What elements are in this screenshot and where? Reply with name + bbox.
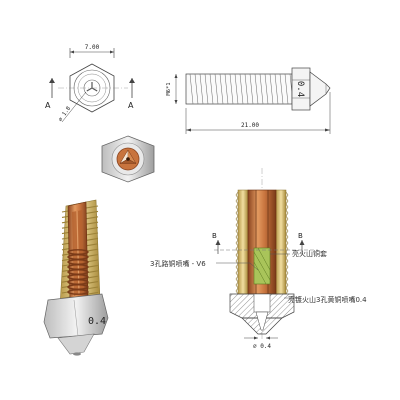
- thread-line: [199, 73, 204, 105]
- thread-tooth: [285, 281, 289, 289]
- dim-hex-width: 7.00: [85, 44, 100, 51]
- rendered-end-view: [101, 135, 155, 183]
- thread-tooth: [285, 203, 289, 211]
- thread-line: [229, 73, 234, 105]
- thread-tooth: [235, 191, 239, 199]
- thread-line: [284, 73, 289, 105]
- thread-line: [269, 73, 274, 105]
- thread-tooth: [285, 287, 289, 295]
- thread-tooth: [285, 269, 289, 277]
- thread-line: [274, 73, 279, 105]
- thread-lines: [189, 73, 294, 105]
- thread-line: [254, 73, 259, 105]
- cutaway-render: 0.4: [43, 199, 109, 356]
- side-size-mark: 0.4: [295, 81, 305, 97]
- section-thread-teeth: [235, 191, 289, 295]
- thread-tooth: [235, 221, 239, 229]
- thread-tooth: [285, 191, 289, 199]
- thread-line: [194, 73, 199, 105]
- thread-tooth: [235, 203, 239, 211]
- hex-end-view: 7.00 A A ∅ 1.8: [45, 44, 135, 123]
- thread-tooth: [235, 263, 239, 271]
- dim-thread-dia: M6*1: [166, 82, 172, 95]
- thread-tooth: [285, 197, 289, 205]
- thread-tooth: [285, 239, 289, 247]
- dim-nozzle-bore: ∅ 0.4: [253, 343, 271, 350]
- section-a-right: A: [128, 101, 134, 110]
- thread-tooth: [235, 245, 239, 253]
- render-size-mark: 0.4: [88, 316, 106, 327]
- thread-line: [224, 73, 229, 105]
- copper-coil: [67, 249, 89, 295]
- thread-tooth: [235, 239, 239, 247]
- section-b-left: B: [212, 232, 217, 240]
- thread-line: [219, 73, 224, 105]
- thread-line: [264, 73, 269, 105]
- thread-tooth: [235, 215, 239, 223]
- section-b-right: B: [298, 232, 303, 240]
- side-view: M6*1 0.4 21.00: [166, 67, 331, 134]
- thread-tooth: [285, 233, 289, 241]
- thread-tooth: [285, 257, 289, 265]
- thread-tooth: [235, 281, 239, 289]
- coil-turn: [67, 289, 89, 295]
- thread-line: [214, 73, 219, 105]
- thread-tooth: [285, 227, 289, 235]
- callout-brass-nozzle: 亮镀火山3孔黄铜喷嘴0.4: [288, 295, 367, 304]
- dim-inner-dia: ∅ 1.8: [58, 106, 72, 123]
- thread-line: [204, 73, 209, 105]
- thread-tooth: [235, 287, 239, 295]
- thread-tooth: [285, 221, 289, 229]
- thread-tooth: [235, 233, 239, 241]
- dim-total-length: 21.00: [241, 122, 259, 129]
- thread-line: [259, 73, 264, 105]
- thread-tooth: [285, 251, 289, 259]
- callout-three-hole-nozzle: 3孔路铜喷嘴 - V6: [150, 259, 206, 268]
- thread-line: [239, 73, 244, 105]
- thread-line: [249, 73, 254, 105]
- thread-tooth: [285, 263, 289, 271]
- thread-line: [279, 73, 284, 105]
- section-view: B B ∅ 0.4 3孔路铜喷嘴 - V6 亮火山铜套 亮镀火山3孔黄铜喷嘴0.…: [150, 168, 367, 350]
- callout-copper-core: 亮火山铜套: [292, 249, 327, 258]
- thread-tooth: [235, 269, 239, 277]
- section-a-left: A: [45, 101, 51, 110]
- thread-tooth: [285, 209, 289, 217]
- thread-tooth: [235, 197, 239, 205]
- thread-line: [189, 73, 194, 105]
- thread-line: [209, 73, 214, 105]
- thread-tooth: [235, 275, 239, 283]
- thread-tooth: [235, 251, 239, 259]
- thread-tooth: [285, 275, 289, 283]
- thread-tooth: [285, 215, 289, 223]
- thread-tooth: [285, 245, 289, 253]
- thread-tooth: [235, 209, 239, 217]
- thread-tooth: [235, 227, 239, 235]
- thread-line: [234, 73, 239, 105]
- thread-line: [244, 73, 249, 105]
